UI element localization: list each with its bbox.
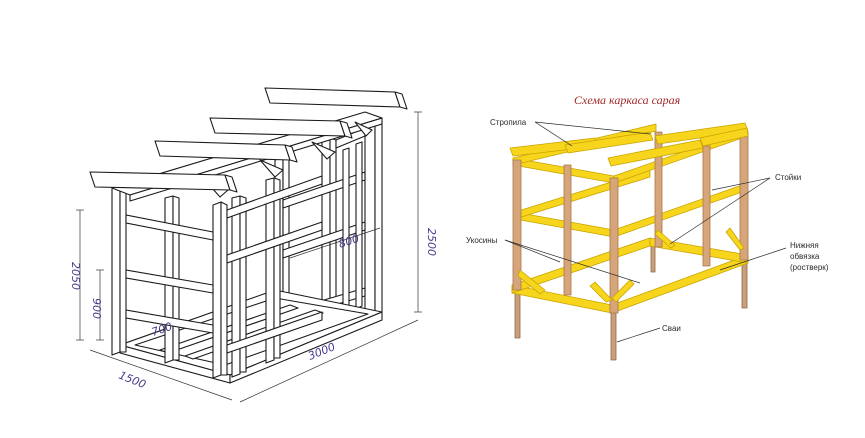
dim-door-width: 800 bbox=[337, 232, 361, 251]
label-bottom-frame-1: Нижняя bbox=[790, 241, 819, 250]
colored-shed-frame bbox=[509, 122, 749, 361]
dim-height-side: 2050 bbox=[69, 262, 82, 290]
label-bottom-frame-2: обвязка bbox=[790, 252, 820, 261]
scheme-labels: Стропила Стойки Укосины Нижняя обвязка (… bbox=[466, 118, 829, 333]
middle-frame bbox=[514, 169, 746, 238]
bottom-frame bbox=[511, 237, 749, 314]
dim-height-total: 2500 bbox=[425, 228, 438, 256]
rafters bbox=[509, 122, 749, 167]
label-pointers bbox=[504, 121, 787, 343]
label-posts: Стойки bbox=[775, 173, 801, 182]
label-piles: Сваи bbox=[662, 324, 681, 333]
left-dimension-labels: 2500 2050 900 1500 3000 800 700 bbox=[69, 228, 438, 391]
shed-frame-line-drawing bbox=[76, 87, 422, 403]
braces bbox=[517, 227, 745, 303]
dim-bottom-inner: 700 bbox=[150, 320, 174, 339]
dim-height-lower: 900 bbox=[90, 298, 103, 319]
rafters-left bbox=[89, 87, 408, 193]
dimension-lines bbox=[76, 111, 422, 403]
floor-frame bbox=[119, 289, 383, 384]
label-rafters: Стропила bbox=[490, 118, 527, 127]
dim-width-side: 1500 bbox=[117, 369, 148, 392]
label-bottom-frame-3: (ростверк) bbox=[790, 263, 829, 272]
front-wall bbox=[111, 175, 323, 379]
scheme-title: Схема каркаса сарая bbox=[574, 93, 681, 107]
label-braces: Укосины bbox=[466, 236, 498, 245]
